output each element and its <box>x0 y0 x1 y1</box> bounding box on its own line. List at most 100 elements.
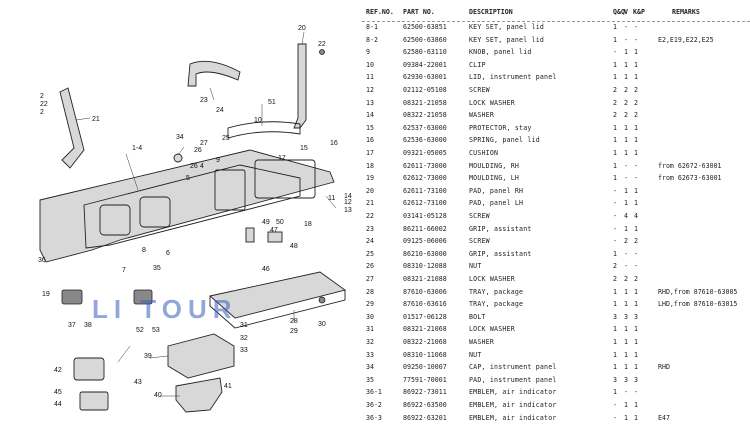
cell-v: 4 <box>624 212 628 220</box>
cell-remarks: E2,E19,E22,E25 <box>658 35 714 44</box>
cell-qty: 1 <box>613 149 617 157</box>
cell-ref-no: 16 <box>366 136 374 145</box>
cell-v: 1 <box>624 338 628 346</box>
cell-part-no: 62930-63001 <box>403 73 447 82</box>
header-part-no: PART NO. <box>403 8 435 16</box>
cell-ref-no: 8-1 <box>366 23 378 31</box>
callout-44: 44 <box>54 401 62 408</box>
callout-29: 29 <box>290 328 298 335</box>
cell-qty: 1 <box>613 287 617 296</box>
cell-kp: - <box>634 262 638 271</box>
callout-40: 40 <box>154 392 162 399</box>
cell-qty: 1 <box>613 136 617 145</box>
cell-description: GRIP, assistant <box>469 249 532 258</box>
cell-kp: 1 <box>634 123 638 132</box>
hinge <box>267 231 283 243</box>
cell-part-no: 08321-21058 <box>403 98 447 107</box>
exploded-parts-diagram: 1-4 2 2 4 5 6 7 8 9 10 11 12 13 14 15 16… <box>0 0 362 447</box>
watermark: LI TOUR <box>92 294 238 324</box>
cell-ref-no: 36-2 <box>366 401 382 409</box>
cell-ref-no: 15 <box>366 123 374 132</box>
callout-35: 35 <box>153 265 161 272</box>
cell-ref-no: 11 <box>366 73 374 82</box>
cell-v: 2 <box>624 86 628 94</box>
cell-kp: 1 <box>634 325 638 334</box>
cell-v: 1 <box>624 199 628 208</box>
cell-description: MOULDING, RH <box>469 161 520 170</box>
cell-qty: - <box>613 413 617 422</box>
cell-part-no: 86922-63500 <box>403 401 447 409</box>
callout-1-4: 1-4 <box>132 145 142 152</box>
cell-ref-no: 25 <box>366 249 374 258</box>
callout-2b: 2 <box>40 109 44 116</box>
cell-v: - <box>624 174 628 183</box>
cell-qty: - <box>613 199 617 208</box>
bolt-head <box>318 296 326 304</box>
cell-ref-no: 14 <box>366 111 374 120</box>
cell-ref-no: 10 <box>366 60 374 69</box>
cell-v: 1 <box>624 123 628 132</box>
cell-qty: 2 <box>613 86 617 94</box>
cell-qty: 1 <box>613 60 617 69</box>
cell-part-no: 01517-06128 <box>403 312 447 321</box>
cell-part-no: 87610-63006 <box>403 287 447 296</box>
cell-kp: 3 <box>634 312 638 321</box>
cell-v: 1 <box>624 224 628 233</box>
cell-ref-no: 34 <box>366 363 374 372</box>
glovebox-lid <box>254 159 316 199</box>
cell-part-no: 62536-63000 <box>403 136 447 145</box>
cell-description: WASHER <box>469 111 495 120</box>
cell-kp: 1 <box>634 224 638 233</box>
cell-kp: 1 <box>634 73 638 82</box>
header-remarks: REMARKS <box>672 8 700 16</box>
cell-description: LOCK WASHER <box>469 325 515 334</box>
callout-47: 47 <box>270 227 278 234</box>
cell-ref-no: 8-2 <box>366 35 378 44</box>
cell-qty: 1 <box>613 338 617 346</box>
header-divider <box>362 21 750 22</box>
callout-27: 27 <box>200 140 208 147</box>
cell-description: PAD, panel RH <box>469 186 524 195</box>
cell-v: 1 <box>624 350 628 359</box>
cell-v: 1 <box>624 73 628 82</box>
cell-part-no: 62611-73000 <box>403 161 447 170</box>
cell-description: EMBLEM, air indicator <box>469 388 557 397</box>
callout-18: 18 <box>304 221 312 228</box>
cell-v: 2 <box>624 111 628 120</box>
cell-kp: 1 <box>634 48 638 57</box>
cell-description: TRAY, package <box>469 300 524 309</box>
callout-10: 10 <box>254 117 262 124</box>
callout-4: 4 <box>200 163 204 170</box>
cell-description: LOCK WASHER <box>469 98 515 107</box>
callout-30: 30 <box>318 321 326 328</box>
cell-part-no: 86922-73011 <box>403 388 447 397</box>
cell-v: 1 <box>624 325 628 334</box>
cell-description: MOULDING, LH <box>469 174 520 183</box>
cell-kp: 1 <box>634 186 638 195</box>
cell-part-no: 08310-12088 <box>403 262 447 271</box>
cell-qty: 1 <box>613 249 617 258</box>
cell-part-no: 62580-63110 <box>403 48 447 57</box>
callout-14: 14 <box>344 193 352 200</box>
cell-description: LID, instrument panel <box>469 73 557 82</box>
callout-11: 11 <box>328 195 335 202</box>
callout-20: 20 <box>298 25 306 32</box>
cassette-box <box>167 333 235 379</box>
screw-head <box>319 49 325 55</box>
cell-description: KEY SET, panel lid <box>469 23 545 31</box>
cell-qty: 1 <box>613 388 617 397</box>
callout-23: 23 <box>200 97 208 104</box>
callout-22b: 22 <box>40 101 48 108</box>
cell-description: EMBLEM, air indicator <box>469 401 557 409</box>
cell-description: GRIP, assistant <box>469 224 532 233</box>
cell-ref-no: 20 <box>366 186 374 195</box>
cell-description: NUT <box>469 350 482 359</box>
cell-kp: 1 <box>634 149 638 157</box>
